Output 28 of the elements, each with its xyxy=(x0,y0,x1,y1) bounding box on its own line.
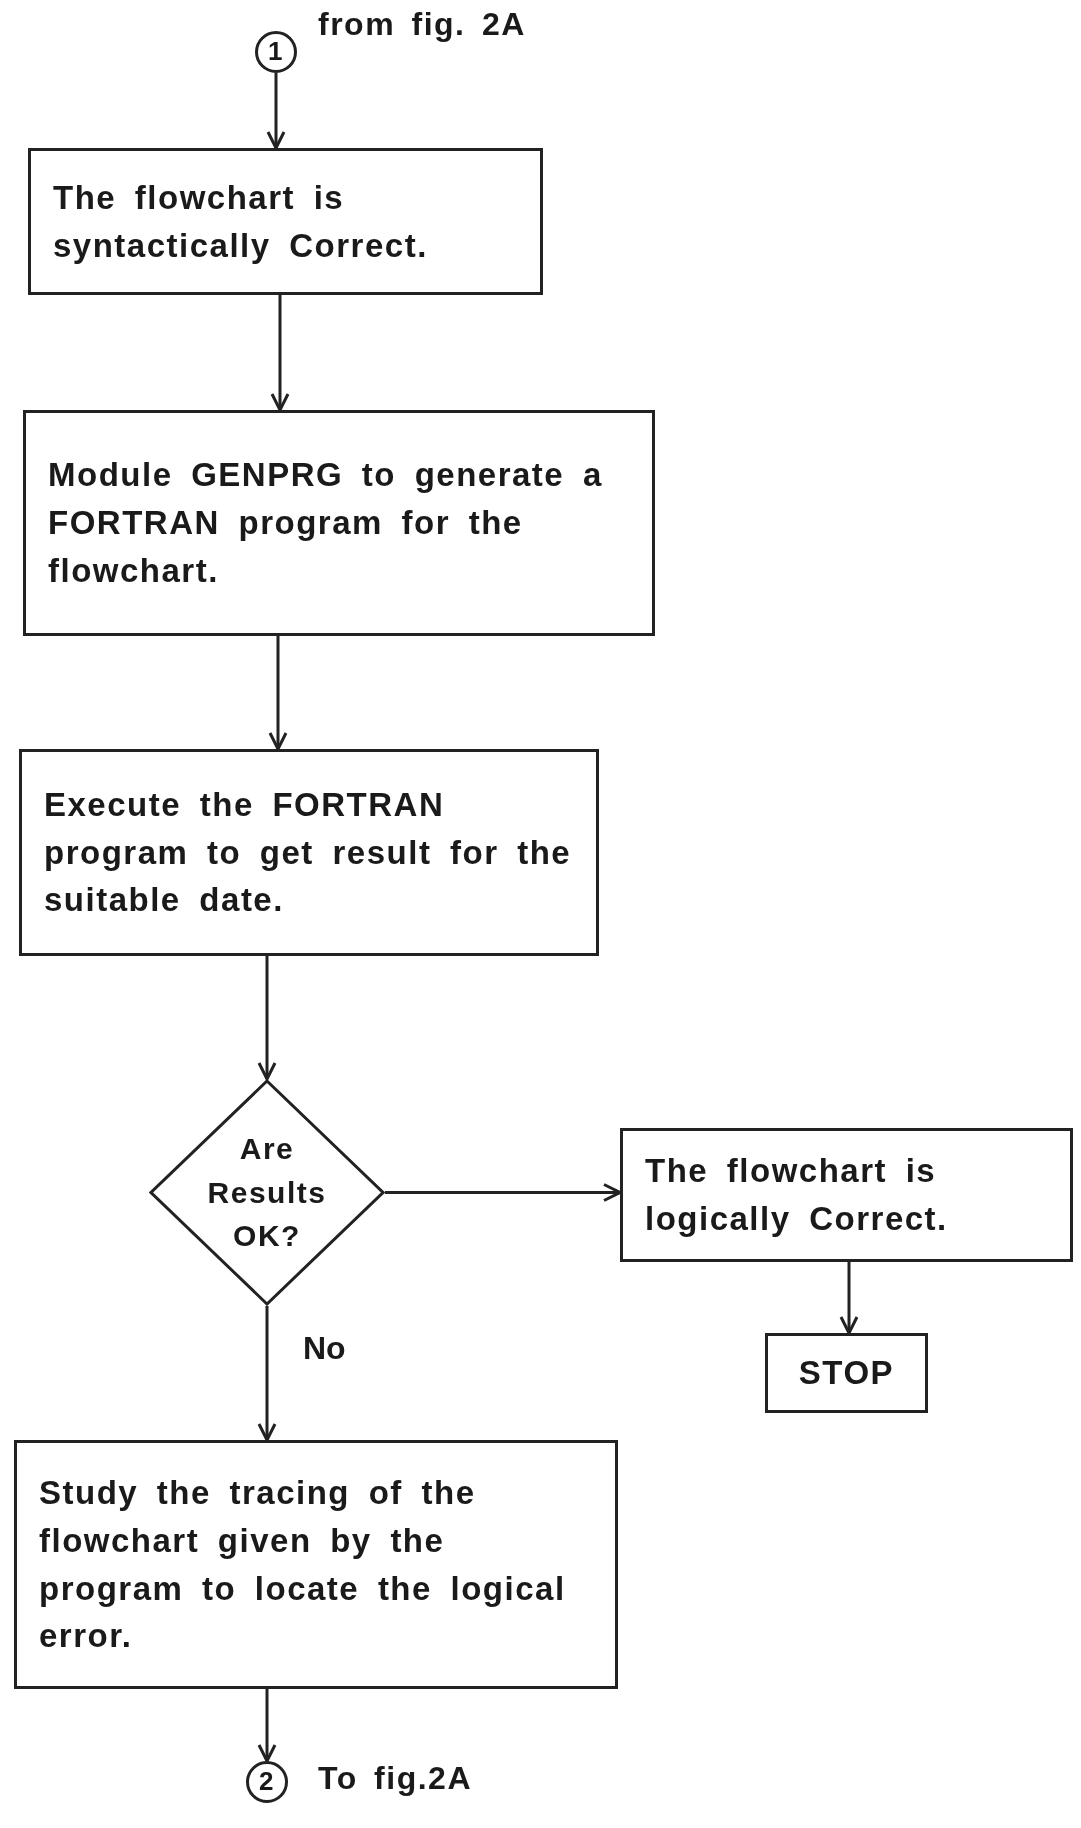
process-box xyxy=(620,1128,1073,1262)
arrow xyxy=(385,1183,622,1202)
step-text: The flowchart is logically Correct. xyxy=(645,1151,949,1239)
process-box xyxy=(19,749,599,956)
connector-number: 1 xyxy=(268,35,284,69)
decision-diamond xyxy=(149,1079,385,1306)
arrow xyxy=(268,636,288,751)
arrow xyxy=(257,1689,277,1763)
process-box xyxy=(28,148,543,295)
arrow xyxy=(257,1306,277,1442)
arrow xyxy=(270,295,290,412)
connector-circle xyxy=(255,31,297,73)
process-box xyxy=(14,1440,618,1689)
process-box xyxy=(765,1333,928,1413)
connector-number: 2 xyxy=(259,1765,275,1799)
connector-note: from fig. 2A xyxy=(318,6,526,43)
step-text: Execute the FORTRAN program to get result for the suitable date. xyxy=(44,784,573,921)
arrow xyxy=(266,73,286,150)
process-box xyxy=(23,410,655,636)
step-text: STOP xyxy=(798,1353,895,1394)
connector-circle xyxy=(246,1761,288,1803)
step-text: Module GENPRG to generate a FORTRAN program for the flowchart. xyxy=(48,455,604,591)
step-text: The flowchart is syntactically Correct. xyxy=(53,177,429,266)
arrow xyxy=(839,1262,859,1335)
step-text: Study the tracing of the flowchart given by the program to locate the logical error. xyxy=(39,1472,567,1657)
connector-note: To fig.2A xyxy=(318,1760,472,1797)
arrow xyxy=(257,956,277,1081)
decision-text: Are Results OK? xyxy=(206,1131,328,1255)
